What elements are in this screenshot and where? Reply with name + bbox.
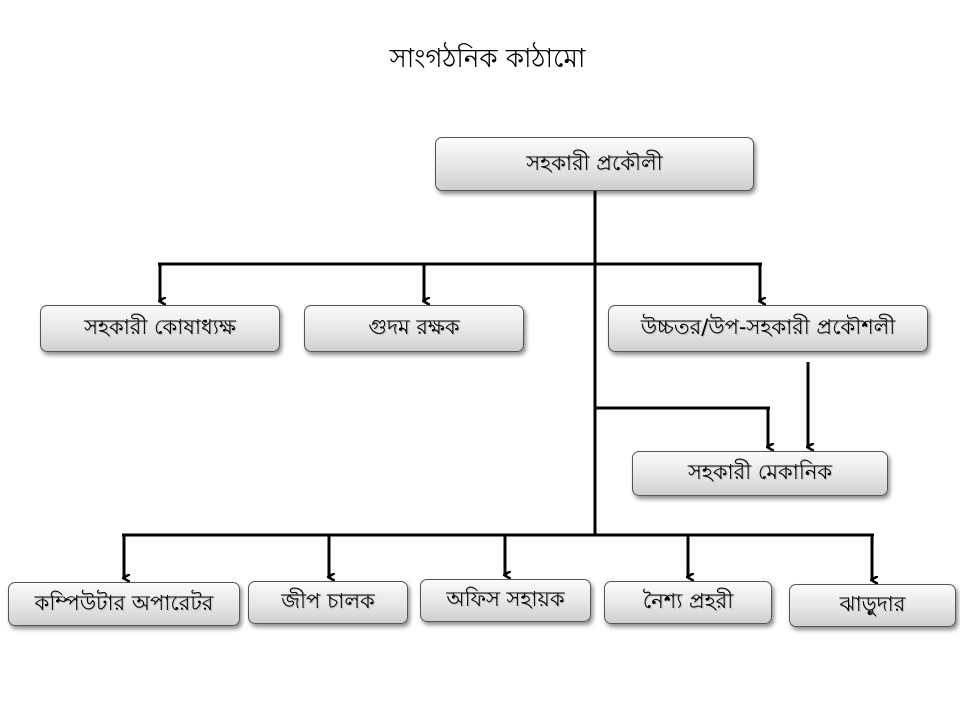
- node-sweeper: ঝাড়ুদার: [789, 584, 956, 627]
- node-night-guard: নৈশ্য প্রহরী: [604, 581, 772, 624]
- node-office-assistant: অফিস সহায়ক: [420, 579, 591, 622]
- node-jeep-driver: জীপ চালক: [248, 581, 408, 624]
- node-computer-operator: কম্পিউটার অপারেটর: [8, 582, 240, 626]
- node-assistant-cashier: সহকারী কোষাধ্যক্ষ: [40, 305, 280, 352]
- node-storekeeper: গুদম রক্ষক: [304, 305, 524, 352]
- node-sub-assistant-engineer: উচ্চতর/উপ-সহকারী প্রকৌশলী: [608, 305, 928, 352]
- node-assistant-mechanic: সহকারী মেকানিক: [632, 451, 888, 496]
- diagram-title: সাংগঠনিক কাঠামো: [389, 44, 586, 74]
- node-assistant-engineer: সহকারী প্রকৌলী: [435, 137, 754, 191]
